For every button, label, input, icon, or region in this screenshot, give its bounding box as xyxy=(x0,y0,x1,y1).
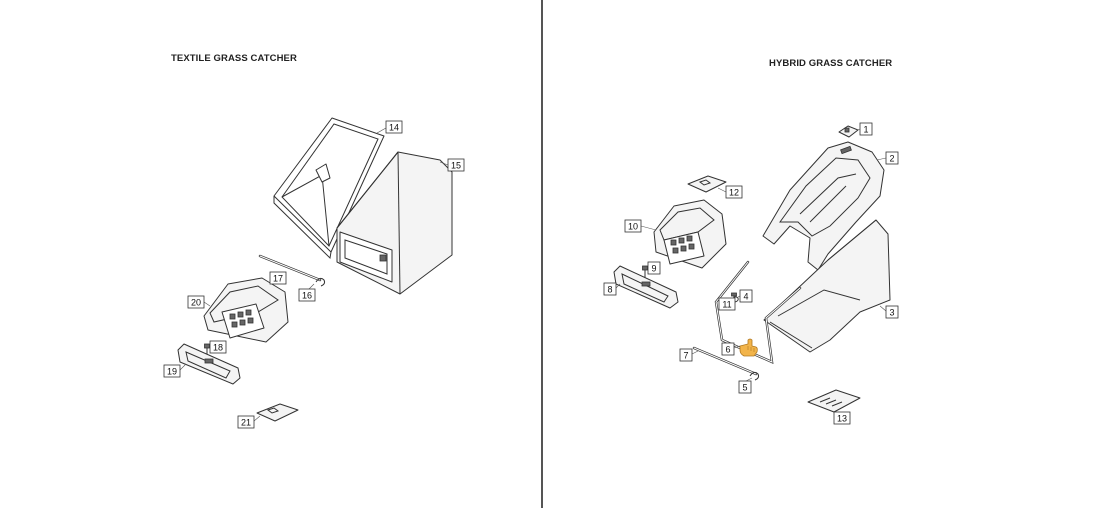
callout-20: 20 xyxy=(187,295,211,309)
part-1-badge[interactable] xyxy=(838,125,859,138)
svg-text:17: 17 xyxy=(273,274,283,284)
svg-text:15: 15 xyxy=(451,161,461,171)
callout-13: 13 xyxy=(833,411,851,425)
part-16-clip[interactable] xyxy=(315,277,326,287)
svg-text:19: 19 xyxy=(167,367,177,377)
svg-text:10: 10 xyxy=(628,222,638,232)
svg-text:20: 20 xyxy=(191,298,201,308)
hybrid-grass-catcher-title: HYBRID GRASS CATCHER xyxy=(769,58,893,69)
callout-4: 4 xyxy=(737,289,753,303)
svg-text:21: 21 xyxy=(241,418,251,428)
svg-text:6: 6 xyxy=(725,345,730,355)
part-7-axle-rod[interactable] xyxy=(692,346,758,376)
svg-text:18: 18 xyxy=(213,343,223,353)
callout-2: 2 xyxy=(876,151,899,165)
part-5-clip[interactable] xyxy=(749,371,760,381)
callout-21: 21 xyxy=(237,415,261,429)
part-10-cover[interactable] xyxy=(653,199,727,269)
part-17-rod[interactable] xyxy=(258,254,322,282)
callout-16: 16 xyxy=(298,283,316,302)
callout-17: 17 xyxy=(269,271,287,285)
svg-text:5: 5 xyxy=(742,383,747,393)
part-12-label-plate[interactable] xyxy=(687,175,727,193)
svg-text:11: 11 xyxy=(722,300,731,310)
part-2-top-cover[interactable] xyxy=(762,141,885,271)
textile-grass-catcher-title: TEXTILE GRASS CATCHER xyxy=(171,53,297,64)
callout-7: 7 xyxy=(679,348,699,362)
callout-9: 9 xyxy=(647,261,661,275)
callout-19: 19 xyxy=(163,363,187,378)
svg-text:1: 1 xyxy=(863,125,868,135)
part-13-label-plate[interactable] xyxy=(807,389,861,413)
callout-3: 3 xyxy=(879,305,899,319)
part-8-handle[interactable] xyxy=(613,265,679,309)
svg-text:16: 16 xyxy=(302,291,312,301)
svg-text:12: 12 xyxy=(729,188,739,198)
part-21-label-plate[interactable] xyxy=(256,403,299,422)
part-14-catcher-frame[interactable] xyxy=(273,117,385,260)
callout-12: 12 xyxy=(717,185,743,199)
callout-10: 10 xyxy=(624,219,657,233)
callout-6: 6 xyxy=(721,342,741,356)
callout-14: 14 xyxy=(376,120,403,134)
callout-8: 8 xyxy=(603,282,621,296)
part-3-hard-shell[interactable] xyxy=(763,219,891,353)
svg-text:4: 4 xyxy=(743,292,748,302)
part-19-handle[interactable] xyxy=(177,343,241,385)
hand-pointer-icon xyxy=(739,338,758,357)
svg-text:9: 9 xyxy=(651,264,656,274)
callout-11: 11 xyxy=(718,297,736,311)
svg-text:14: 14 xyxy=(389,123,399,133)
svg-text:8: 8 xyxy=(607,285,612,295)
part-9-screw[interactable] xyxy=(642,265,648,278)
svg-text:3: 3 xyxy=(889,308,894,318)
svg-text:7: 7 xyxy=(683,351,688,361)
panel-divider xyxy=(541,0,543,508)
callout-15: 15 xyxy=(439,158,465,172)
part-20-cover[interactable] xyxy=(203,277,289,343)
callout-1: 1 xyxy=(856,122,873,136)
svg-text:2: 2 xyxy=(889,154,894,164)
callout-5: 5 xyxy=(738,377,753,394)
callout-18: 18 xyxy=(209,340,227,354)
part-15-textile-bag[interactable] xyxy=(336,151,453,295)
svg-text:13: 13 xyxy=(837,414,847,424)
